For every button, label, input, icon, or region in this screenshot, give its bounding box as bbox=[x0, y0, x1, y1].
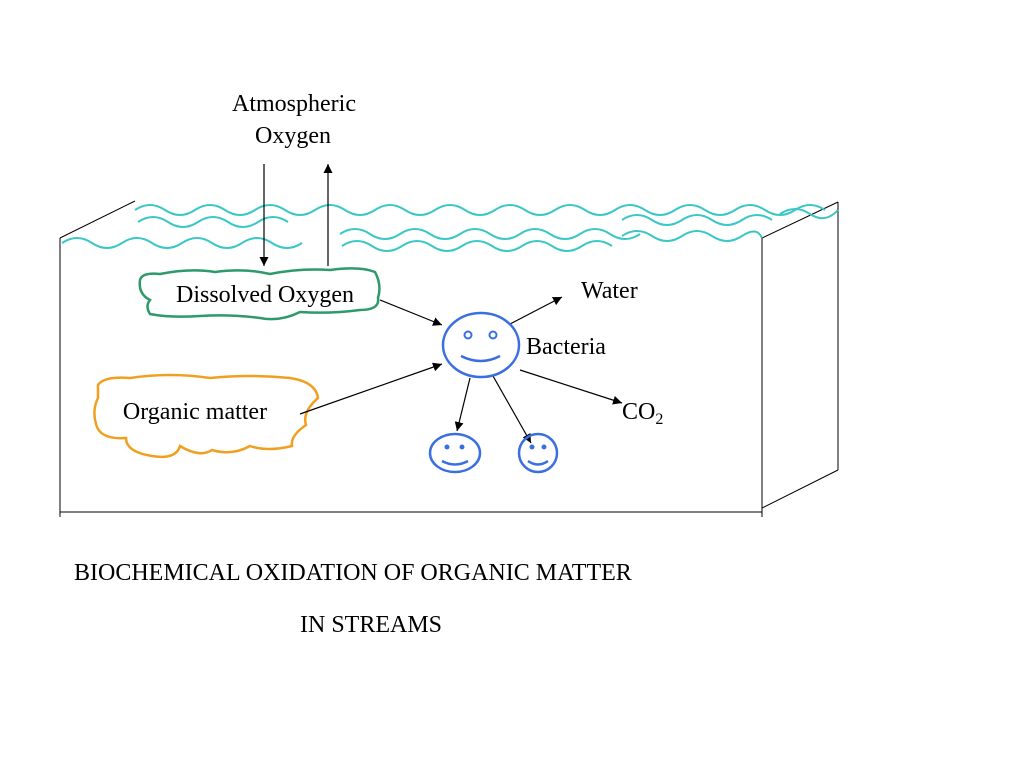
tank-back-right-top bbox=[761, 201, 839, 239]
wave-line bbox=[779, 208, 839, 220]
arrow-organic-matter-to-bacteria bbox=[299, 362, 443, 415]
stream-tank bbox=[59, 200, 839, 517]
bacterium-body bbox=[441, 311, 521, 379]
diagram-title-line2: IN STREAMS bbox=[300, 612, 443, 638]
bacterium-body bbox=[428, 432, 482, 474]
diagram-title-line1: BIOCHEMICAL OXIDATION OF ORGANIC MATTER bbox=[74, 560, 632, 586]
wave-line bbox=[137, 216, 289, 228]
bacterium-eye-right bbox=[541, 444, 547, 450]
co2-label-main: CO bbox=[622, 399, 655, 425]
organic-matter-outline bbox=[93, 373, 320, 459]
water-label: Water bbox=[581, 278, 638, 304]
dissolved-oxygen-outline bbox=[138, 267, 381, 321]
arrow-bacteria-to-co2 bbox=[519, 369, 623, 405]
wave-line bbox=[61, 237, 303, 249]
atmospheric-oxygen-label-line1: Atmospheric bbox=[232, 91, 356, 117]
bacterium-eye-right bbox=[459, 444, 465, 450]
atmospheric-oxygen-label-line2: Oxygen bbox=[255, 123, 331, 149]
organic-matter-label: Organic matter bbox=[123, 399, 267, 425]
wave-line bbox=[134, 204, 826, 216]
bacteria-label: Bacteria bbox=[526, 334, 606, 360]
dissolved-oxygen-label: Dissolved Oxygen bbox=[176, 282, 354, 308]
bacterium-smile bbox=[460, 354, 501, 363]
bacterium-body bbox=[517, 432, 559, 474]
arrow-bacteria-to-offspring-right bbox=[492, 375, 532, 444]
wave-line bbox=[339, 228, 641, 240]
arrow-bacteria-to-offspring-left bbox=[454, 377, 471, 432]
co2-label: CO2 bbox=[622, 399, 663, 428]
co2-label-subscript: 2 bbox=[655, 411, 663, 428]
wave-line bbox=[341, 240, 613, 252]
bacterium-smile bbox=[441, 459, 469, 466]
bacterium-smile bbox=[527, 459, 549, 466]
tank-back-right-bottom bbox=[761, 469, 839, 509]
bacterium-eye-right bbox=[488, 330, 498, 340]
bacterium-eye-left bbox=[463, 330, 473, 340]
reaction-arrows bbox=[299, 296, 623, 444]
bacterium-eye-left bbox=[444, 444, 450, 450]
bacterium-offspring-left bbox=[428, 432, 482, 474]
water-waves bbox=[61, 204, 839, 252]
bacterium-main bbox=[441, 311, 521, 379]
wave-line bbox=[621, 230, 763, 242]
oxygen-exchange-arrows bbox=[259, 164, 333, 266]
bacterium-offspring-right bbox=[517, 432, 559, 474]
arrow-bacteria-to-water bbox=[509, 296, 563, 325]
bacterium-eye-left bbox=[529, 444, 535, 450]
arrow-dissolved-oxygen-to-bacteria bbox=[379, 299, 443, 326]
tank-back-left-edge bbox=[59, 200, 136, 239]
wave-line bbox=[621, 214, 773, 226]
